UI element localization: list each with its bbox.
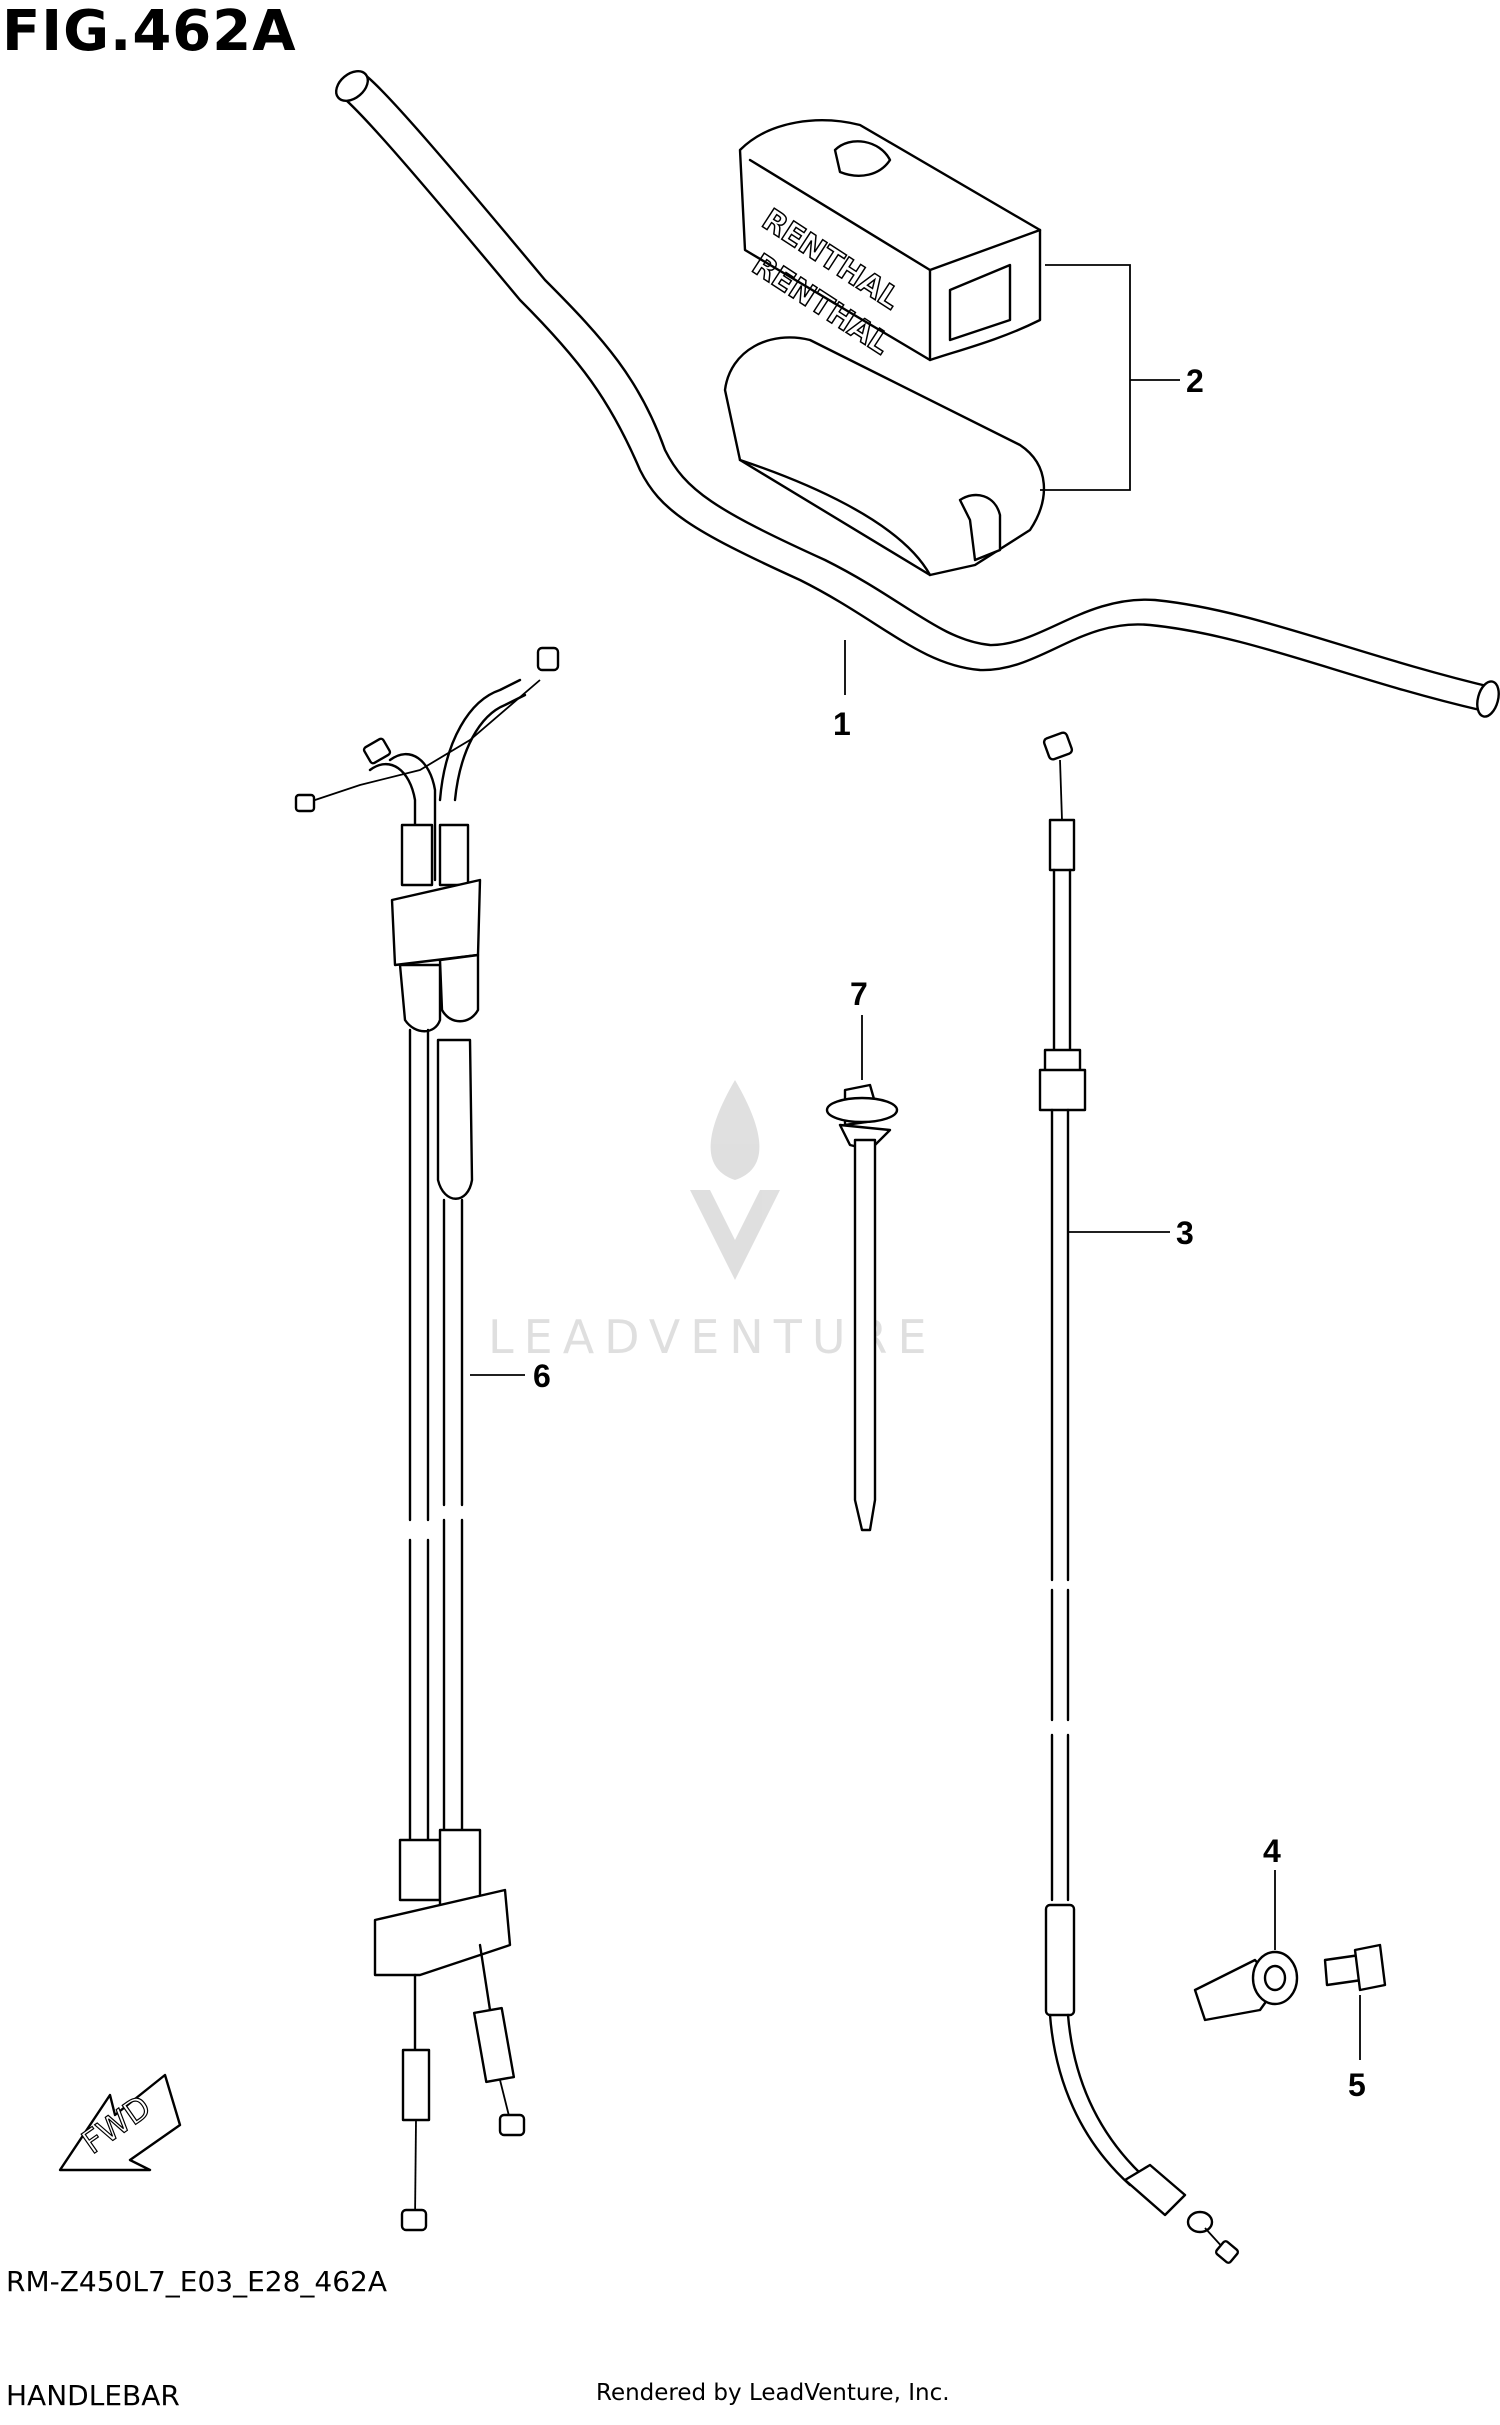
clutch-cable-part (1038, 731, 1240, 2264)
callout-2-leader (1040, 264, 1180, 491)
figure-title: FIG.462A (2, 0, 297, 64)
callout-6: 6 (533, 1358, 551, 1394)
render-credit: Rendered by LeadVenture, Inc. (596, 2380, 950, 2406)
cable-tie-part (825, 1083, 899, 1532)
page-name: HANDLEBAR (6, 2379, 180, 2412)
fwd-arrow-icon: FWD (58, 2073, 182, 2172)
bolt-part (1323, 1943, 1387, 1992)
model-code: RM-Z450L7_E03_E28_462A (6, 2265, 387, 2298)
watermark-text: LEADVENTURE (488, 1310, 937, 1364)
foam-crossbar-pad-part (723, 336, 1046, 577)
leadventure-watermark: LEADVENTURE (488, 1080, 937, 1364)
callout-2: 2 (1186, 363, 1204, 399)
callout-4: 4 (1263, 1833, 1281, 1869)
throttle-cable-part (294, 646, 560, 2232)
callout-3: 3 (1176, 1215, 1194, 1251)
handlebar-part (335, 70, 1500, 718)
callout-1: 1 (833, 706, 851, 742)
callout-5: 5 (1348, 2067, 1366, 2103)
cable-holder-part (1193, 1950, 1299, 2022)
renthal-pad-part: RENTHAL RENTHAL (738, 119, 1042, 363)
callout-7: 7 (850, 976, 868, 1012)
